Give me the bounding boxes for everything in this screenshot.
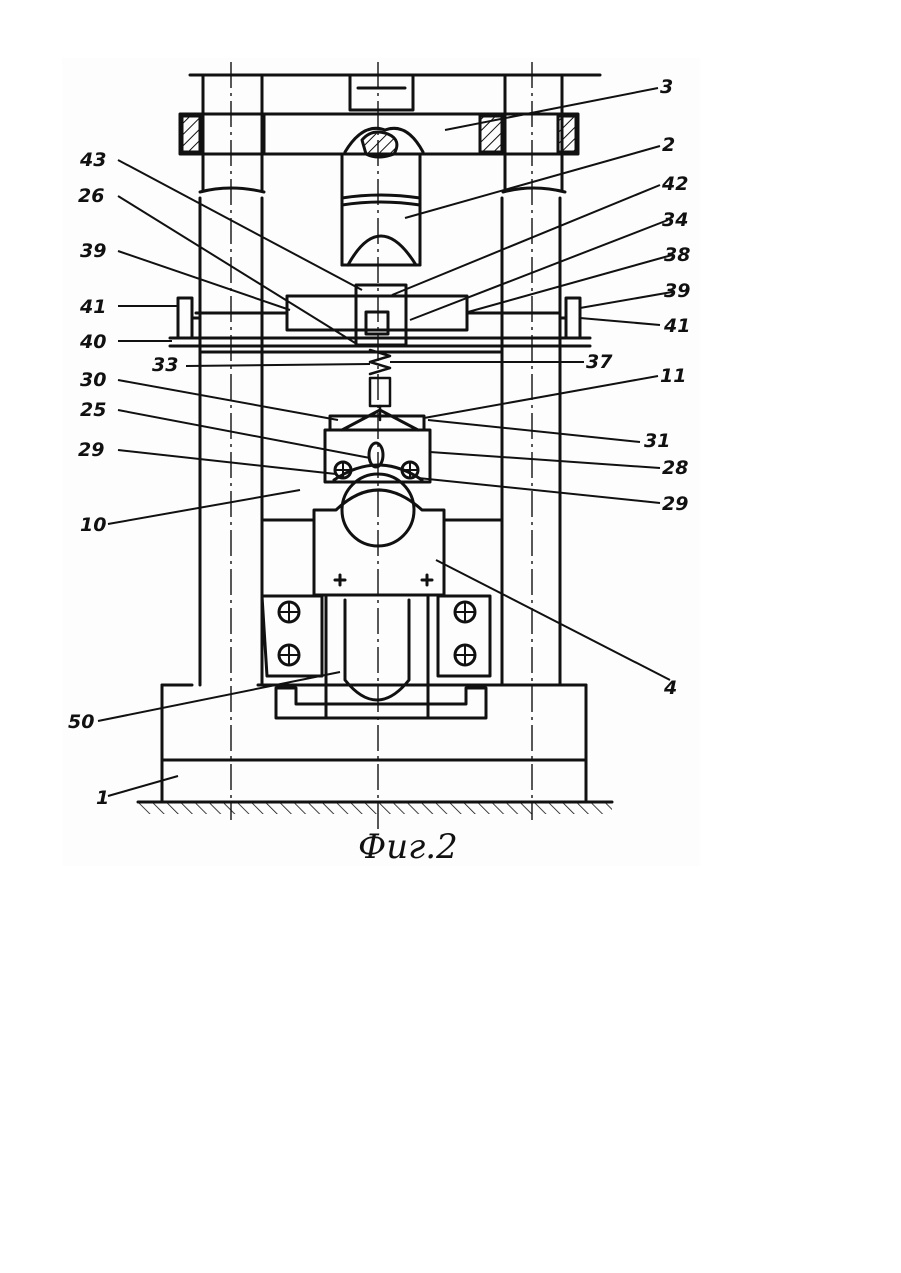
- label-39-left: 39: [80, 240, 106, 262]
- label-4: 4: [663, 677, 677, 699]
- label-26: 26: [78, 185, 104, 207]
- label-33: 33: [152, 354, 178, 376]
- ram-rod-50: [326, 596, 428, 718]
- base-1: [162, 685, 586, 800]
- label-29-left: 29: [78, 439, 104, 461]
- label-39-right: 39: [664, 280, 690, 302]
- label-40: 40: [79, 331, 106, 353]
- label-42: 42: [661, 173, 688, 195]
- label-10: 10: [80, 514, 106, 536]
- label-34: 34: [662, 209, 688, 231]
- label-11: 11: [660, 365, 686, 387]
- label-38: 38: [664, 244, 690, 266]
- label-50: 50: [68, 711, 94, 733]
- ram-top: [350, 75, 413, 110]
- support-plate-40: [170, 338, 590, 352]
- label-41-left: 41: [79, 296, 106, 318]
- label-37: 37: [586, 351, 613, 373]
- label-30: 30: [80, 369, 106, 391]
- label-25: 25: [80, 399, 106, 421]
- label-43: 43: [79, 149, 106, 171]
- right-column: [502, 75, 565, 685]
- punch-2: [342, 154, 420, 265]
- label-1: 1: [96, 787, 109, 809]
- label-31: 31: [644, 430, 670, 452]
- label-41-right: 41: [663, 315, 690, 337]
- crosshead-3: [180, 114, 578, 157]
- die-holder-4: [262, 490, 502, 595]
- figure-caption: Фиг.2: [358, 827, 458, 867]
- label-2: 2: [662, 134, 675, 156]
- left-column: [200, 75, 264, 685]
- label-3: 3: [660, 76, 673, 98]
- label-29-right: 29: [662, 493, 688, 515]
- carriage-assembly: [178, 285, 580, 345]
- label-28: 28: [662, 457, 688, 479]
- bracket-plate: [262, 596, 490, 676]
